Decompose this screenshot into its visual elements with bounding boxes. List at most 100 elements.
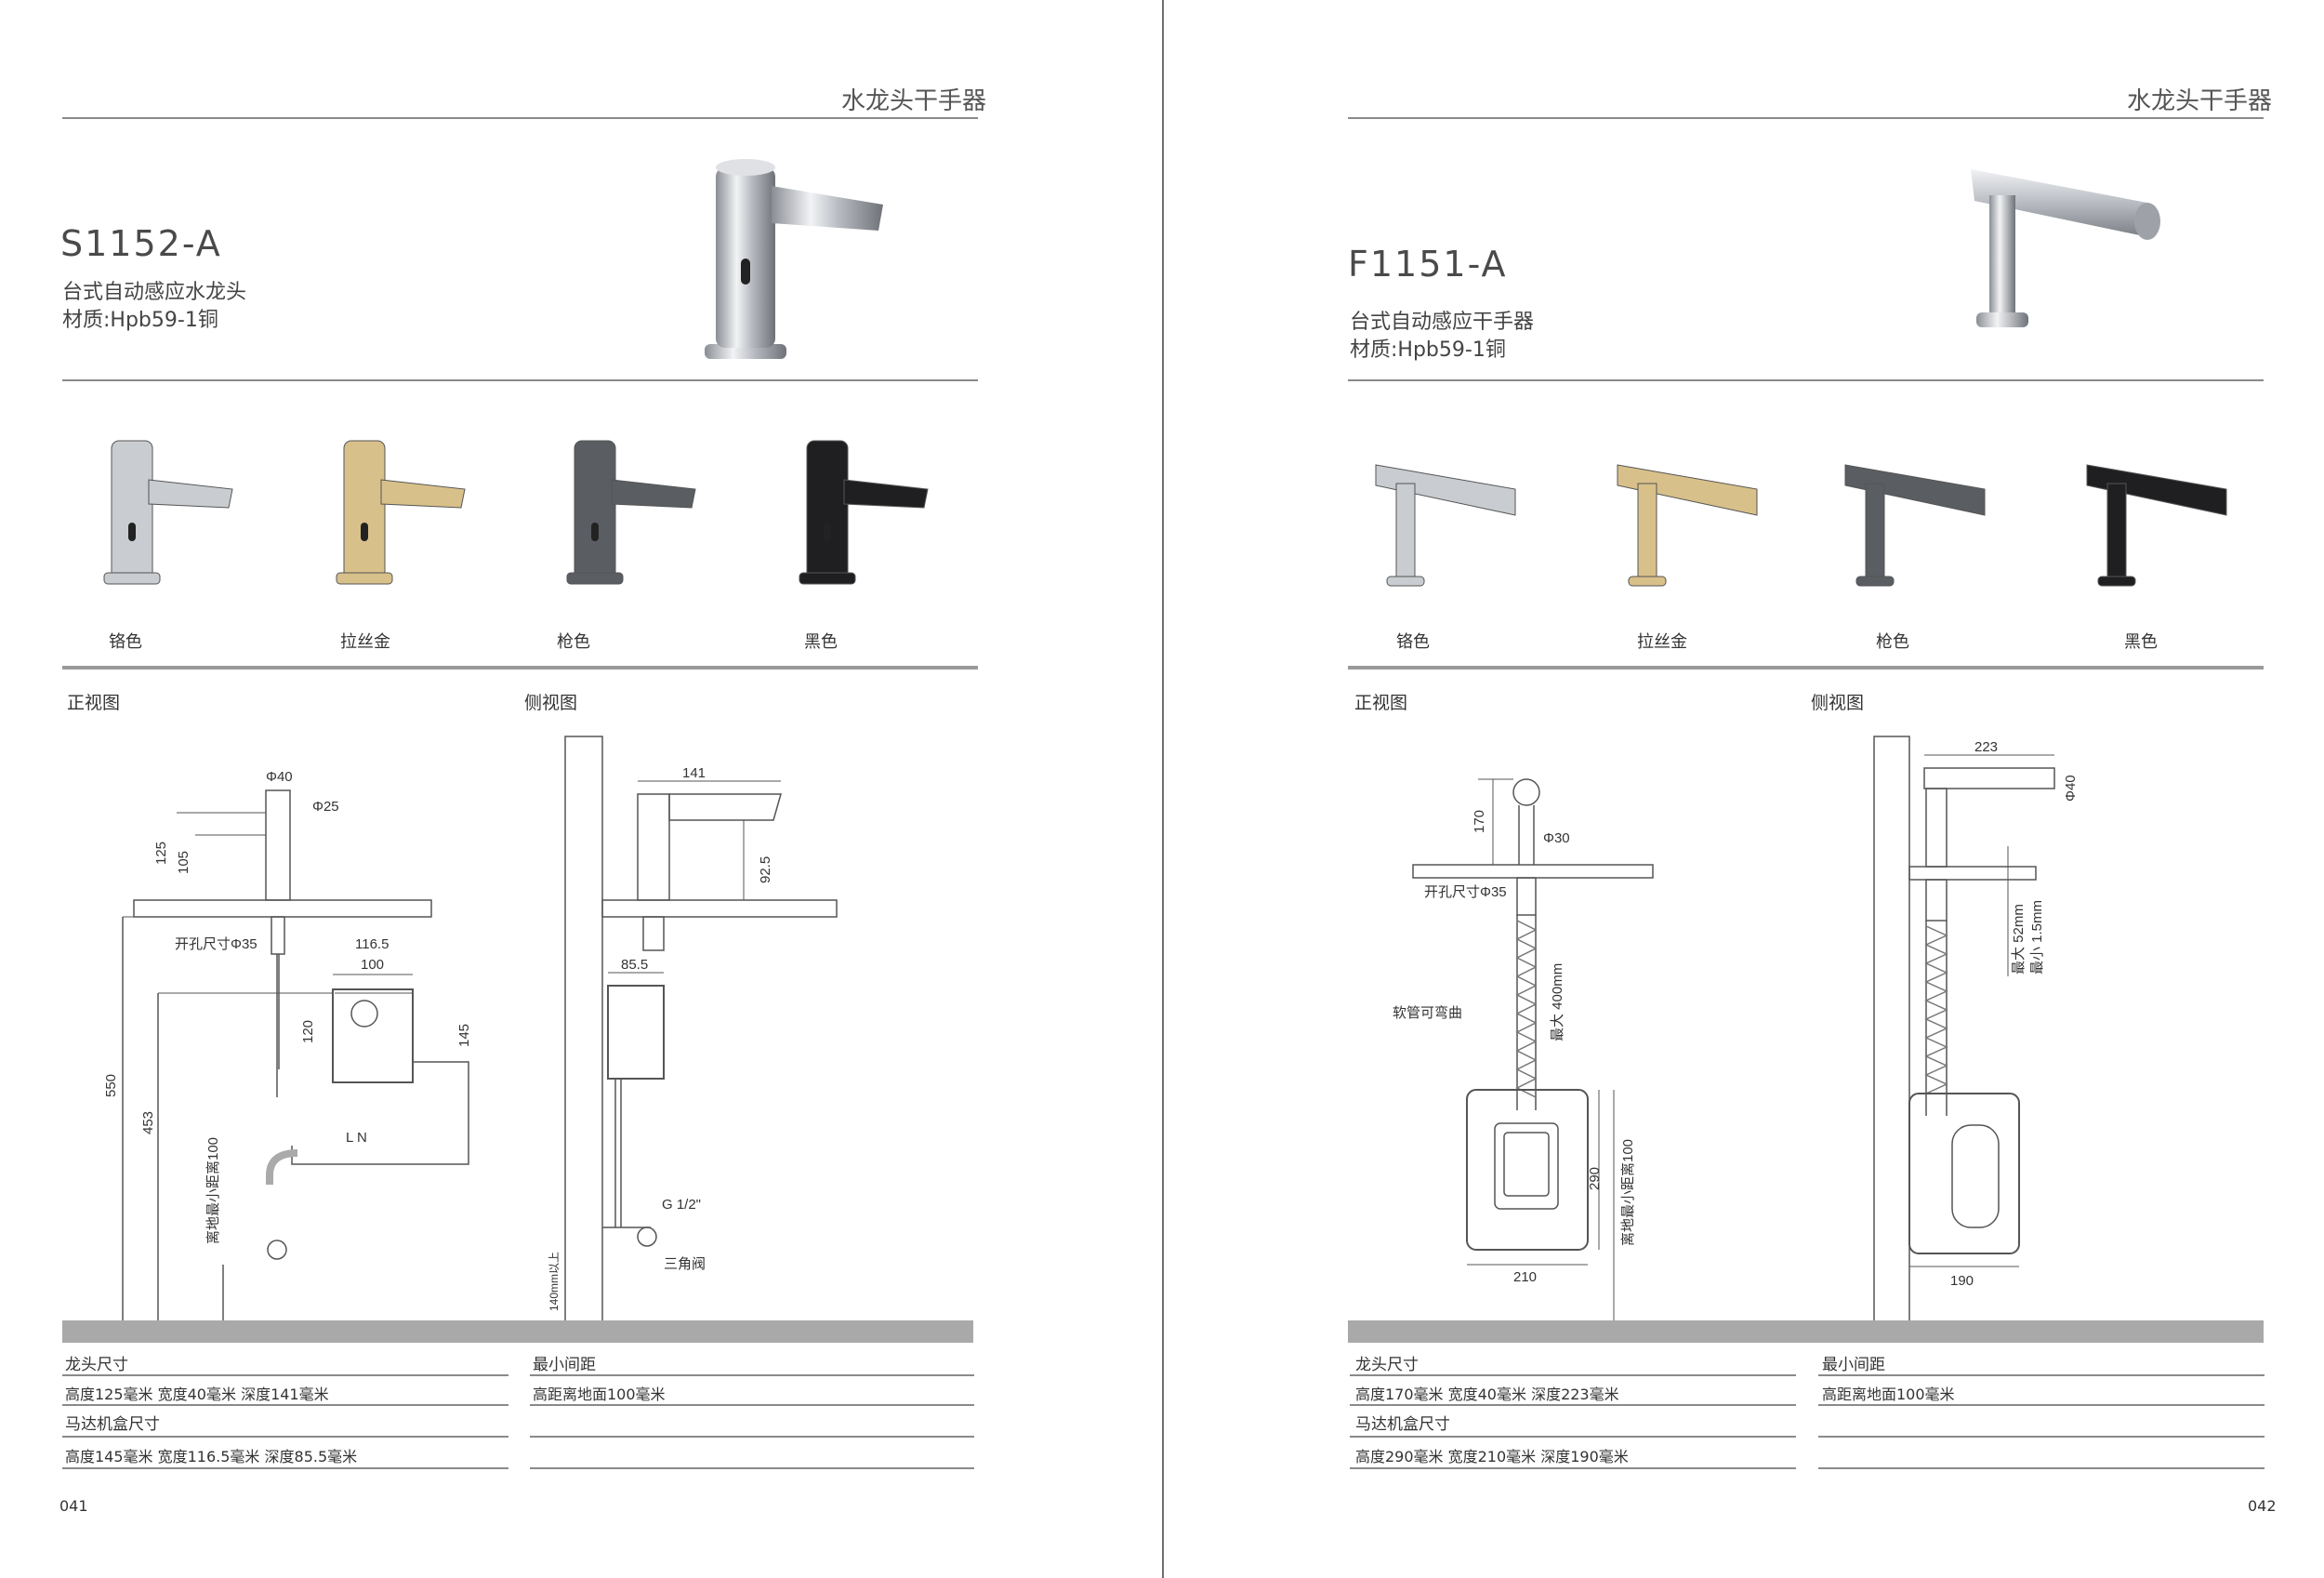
finish-divider (62, 666, 978, 670)
spec-motor-value: 高度145毫米 宽度116.5毫米 深度85.5毫米 (65, 1448, 358, 1465)
dim-h105: 105 (176, 851, 191, 874)
spec-gap-label: 最小间距 (1822, 1356, 1885, 1374)
dim-g12: G 1/2" (662, 1197, 701, 1213)
finish-thumbnail-black (2086, 464, 2227, 587)
finish-label-gold: 拉丝金 (1637, 632, 1687, 652)
spec-rule (530, 1404, 974, 1406)
spec-rule (530, 1467, 974, 1469)
dim-w190: 190 (1950, 1273, 1974, 1289)
spec-rule (1350, 1436, 1796, 1438)
dim-max400: 最大 400mm (1550, 963, 1565, 1041)
dim-h290: 290 (1587, 1167, 1603, 1190)
hero-faucet-image (705, 159, 883, 359)
finish-thumbnail-gold (336, 440, 466, 585)
finish-thumbnail-gunmetal (1844, 464, 1986, 587)
faucet-body (265, 789, 291, 901)
dim-w116: 116.5 (355, 936, 389, 952)
dim-valve: 三角阀 (664, 1256, 706, 1272)
dim-hole: 开孔尺寸Φ35 (175, 936, 257, 952)
spec-rule (1350, 1374, 1796, 1376)
finish-thumbnail-gunmetal (566, 440, 696, 585)
spec-faucet-label: 龙头尺寸 (65, 1356, 128, 1374)
spec-gap-label: 最小间距 (533, 1356, 596, 1374)
dim-h120: 120 (300, 1020, 316, 1043)
dim-d85: 85.5 (621, 957, 648, 973)
dim-w210: 210 (1513, 1269, 1537, 1285)
dim-ln: L N (346, 1130, 367, 1146)
spec-rule (62, 1374, 508, 1376)
dim-d40: Φ40 (266, 769, 293, 785)
spec-rule (62, 1404, 508, 1406)
finish-divider (1348, 666, 2264, 670)
model-number: S1152-A (60, 223, 222, 264)
section-title: 水龙头干手器 (841, 87, 987, 115)
hero-dryer-image (1971, 169, 2160, 327)
dim-hose: 软管可弯曲 (1393, 1005, 1462, 1021)
spec-rule (1818, 1374, 2265, 1376)
countertop (1908, 866, 2037, 881)
spec-rule (1818, 1467, 2265, 1469)
finish-thumbnail-black (799, 440, 929, 585)
spec-rule (530, 1374, 974, 1376)
finish-label-black: 黑色 (804, 632, 838, 652)
model-number: F1151-A (1348, 244, 1508, 285)
side-view-label: 侧视图 (1811, 693, 1865, 713)
spec-rule (62, 1436, 508, 1438)
dim-min140: 140mm以上 (548, 1252, 561, 1311)
dim-h92: 92.5 (758, 856, 773, 883)
dim-floor: 离地最小距离100 (205, 1137, 221, 1244)
spec-rule (1818, 1436, 2265, 1438)
spec-gap-value: 高距离地面100毫米 (533, 1386, 666, 1403)
spec-faucet-label: 龙头尺寸 (1355, 1356, 1419, 1374)
product-description: 台式自动感应干手器 (1350, 311, 1535, 334)
dim-h453: 453 (140, 1111, 156, 1134)
hero-divider (1348, 379, 2264, 381)
product-description: 台式自动感应水龙头 (62, 281, 247, 304)
finish-thumbnail-chrome (103, 440, 233, 585)
dim-w141: 141 (682, 765, 706, 781)
spec-motor-value: 高度290毫米 宽度210毫米 深度190毫米 (1355, 1448, 1629, 1465)
header-divider (62, 117, 978, 119)
front-view-label: 正视图 (67, 693, 121, 713)
header-divider (1348, 117, 2264, 119)
finish-label-chrome: 铬色 (109, 632, 142, 652)
wall (1873, 736, 1910, 1323)
spec-rule (530, 1436, 974, 1438)
spec-rule (1350, 1467, 1796, 1469)
spec-faucet-value: 高度125毫米 宽度40毫米 深度141毫米 (65, 1386, 329, 1403)
dim-max52: 最大 52mm (2011, 904, 2027, 975)
spec-motor-label: 马达机盒尺寸 (65, 1415, 160, 1434)
dim-floor: 离地最小距离100 (1620, 1139, 1636, 1246)
front-view-label: 正视图 (1354, 693, 1408, 713)
dim-h145: 145 (456, 1024, 472, 1047)
side-view-label: 侧视图 (524, 693, 578, 713)
page-number: 041 (59, 1497, 88, 1515)
finish-thumbnail-gold (1617, 464, 1758, 587)
right-page: 水龙头干手器 F1151-A 台式自动感应干手器 材质:Hpb59-1铜 铬色拉… (1162, 0, 2324, 1578)
side-view-drawing: 223 Φ40 最大 52mm 最小 1.5mm 190 (1873, 736, 2079, 1323)
hero-divider (62, 379, 978, 381)
finish-thumbnail-chrome (1375, 464, 1516, 587)
floor-line (62, 1320, 973, 1343)
dim-h125: 125 (153, 842, 169, 865)
dim-d25: Φ25 (312, 799, 339, 815)
dim-w100: 100 (361, 957, 384, 973)
dim-hole: 开孔尺寸Φ35 (1424, 884, 1507, 900)
front-view-drawing: 170 Φ30 开孔尺寸Φ35 软管可弯曲 最大 400mm 290 离地最小距… (1393, 778, 1654, 1320)
finish-label-gunmetal: 枪色 (557, 632, 590, 652)
spec-rule (62, 1467, 508, 1469)
dim-min15: 最小 1.5mm (2029, 900, 2045, 975)
countertop (133, 899, 432, 918)
product-material: 材质:Hpb59-1铜 (1350, 338, 1506, 362)
floor-line (1348, 1320, 2264, 1343)
finish-label-chrome: 铬色 (1396, 632, 1430, 652)
spec-faucet-value: 高度170毫米 宽度40毫米 深度223毫米 (1355, 1386, 1619, 1403)
spec-rule (1818, 1404, 2265, 1406)
dim-h170: 170 (1472, 810, 1487, 833)
finish-label-gunmetal: 枪色 (1876, 632, 1909, 652)
finish-label-black: 黑色 (2124, 632, 2158, 652)
dim-d30: Φ30 (1543, 830, 1570, 846)
side-view-drawing: 141 92.5 85.5 G 1/2" 三角阀 140mm以上 (548, 736, 838, 1323)
wall (564, 736, 603, 1323)
spec-motor-label: 马达机盒尺寸 (1355, 1415, 1450, 1434)
